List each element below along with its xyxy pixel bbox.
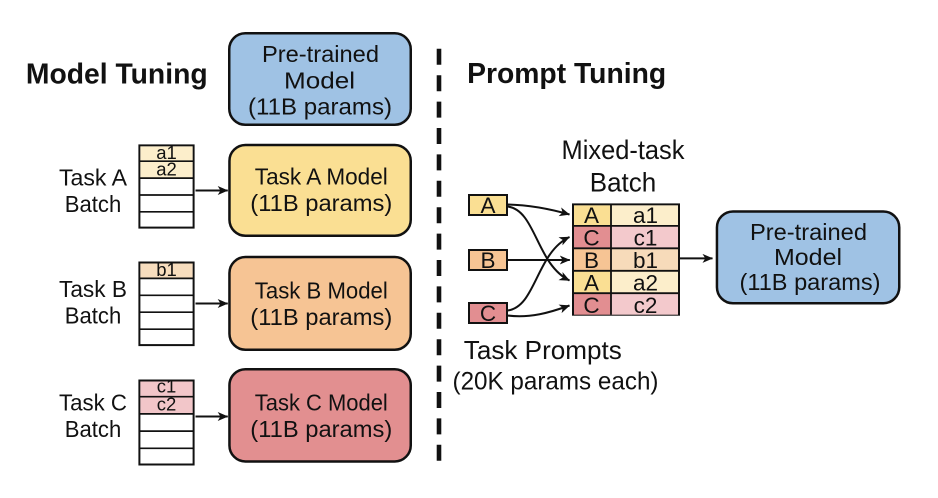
svg-text:a1: a1 — [633, 203, 658, 228]
svg-text:Batch: Batch — [65, 416, 122, 442]
svg-text:A: A — [480, 193, 495, 218]
svg-text:Task Prompts: Task Prompts — [464, 335, 622, 365]
svg-text:B: B — [584, 248, 599, 273]
svg-text:Task C: Task C — [59, 390, 127, 416]
svg-text:B: B — [480, 248, 495, 273]
svg-text:Task A Model: Task A Model — [255, 164, 388, 190]
svg-text:c1: c1 — [634, 226, 658, 251]
svg-text:b1: b1 — [156, 259, 177, 280]
svg-text:c1: c1 — [157, 376, 177, 397]
svg-text:a2: a2 — [156, 159, 177, 180]
svg-text:Task A: Task A — [59, 165, 128, 191]
svg-text:(11B params): (11B params) — [250, 190, 392, 216]
svg-text:C: C — [583, 226, 599, 251]
svg-text:Mixed-task: Mixed-task — [562, 135, 686, 165]
svg-text:a1: a1 — [156, 142, 177, 163]
svg-text:a2: a2 — [633, 271, 658, 296]
svg-text:(11B params): (11B params) — [740, 269, 881, 295]
svg-text:Batch: Batch — [65, 191, 122, 217]
svg-text:A: A — [584, 203, 599, 228]
svg-text:A: A — [584, 271, 599, 296]
svg-text:(11B params): (11B params) — [248, 93, 392, 119]
svg-text:b1: b1 — [633, 248, 658, 273]
svg-text:c2: c2 — [157, 393, 177, 414]
svg-text:C: C — [480, 301, 496, 326]
svg-text:Task B Model: Task B Model — [255, 278, 388, 304]
svg-text:Model: Model — [774, 244, 842, 270]
svg-text:Pre-trained: Pre-trained — [262, 41, 379, 67]
svg-text:Batch: Batch — [590, 167, 657, 197]
svg-text:Model: Model — [284, 67, 355, 93]
svg-text:(20K params each): (20K params each) — [453, 368, 659, 396]
svg-text:c2: c2 — [634, 293, 658, 318]
svg-text:(11B params): (11B params) — [250, 304, 392, 330]
svg-text:Model Tuning: Model Tuning — [26, 58, 208, 90]
svg-text:Task B: Task B — [59, 276, 127, 302]
svg-text:Batch: Batch — [65, 302, 122, 328]
svg-text:Pre-trained: Pre-trained — [750, 219, 867, 245]
svg-text:(11B params): (11B params) — [250, 416, 392, 442]
svg-text:Task C Model: Task C Model — [255, 390, 388, 416]
svg-text:Prompt Tuning: Prompt Tuning — [467, 57, 666, 89]
svg-text:C: C — [583, 293, 599, 318]
